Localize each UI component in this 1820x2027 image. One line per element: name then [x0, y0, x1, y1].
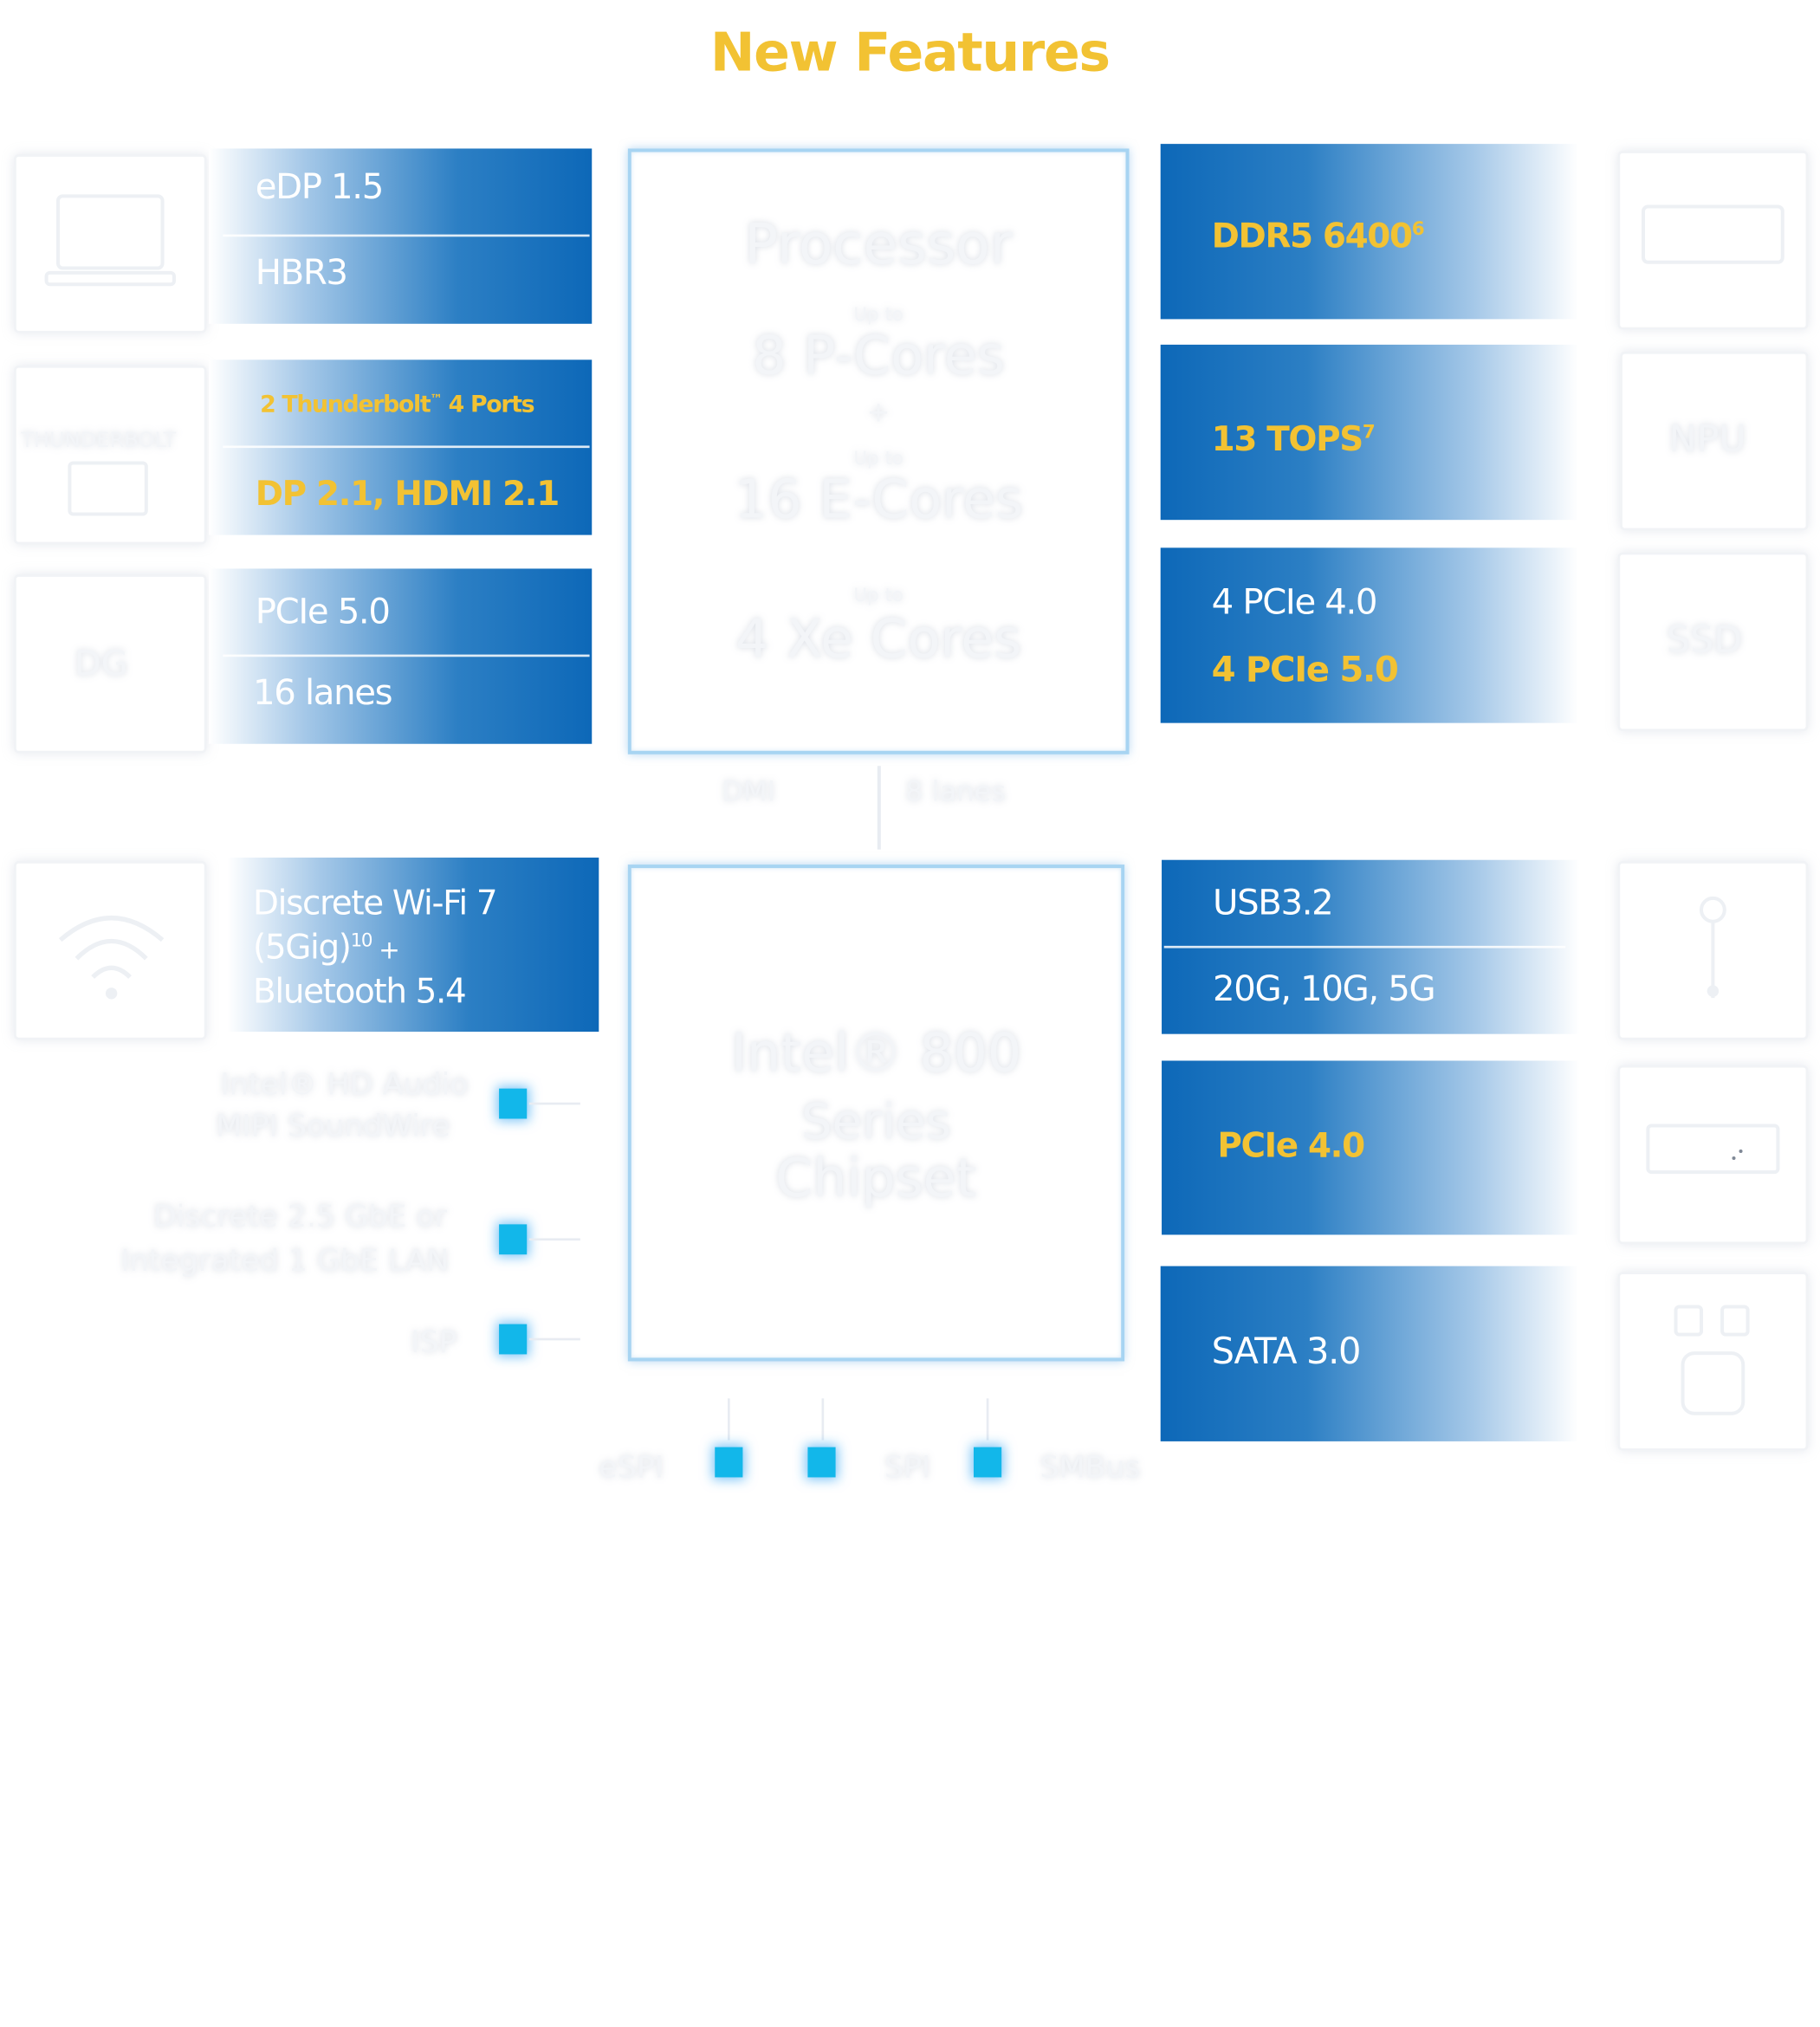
thunderbolt-icon-box: THUNDERBOLT — [14, 366, 207, 545]
ddr5-label: DDR5 64006 — [1211, 216, 1425, 256]
lan-integrated-label: Integrated 1 GbE LAN — [120, 1244, 450, 1279]
thunderbolt-ports-label: 2 Thunderbolt™ 4 Ports — [260, 390, 535, 418]
sata-label: SATA 3.0 — [1211, 1331, 1362, 1373]
processor-chip: Processor Up to 8 P-Cores + Up to 16 E-C… — [627, 148, 1130, 754]
pcie5-label: PCIe 5.0 — [255, 592, 391, 633]
espi-line — [727, 1398, 730, 1441]
plus-sign: + — [866, 395, 891, 429]
display-edp-label: eDP 1.5 — [255, 166, 385, 208]
pcie-device-icon-box — [1617, 1065, 1809, 1245]
smbus-label: SMBus — [1040, 1450, 1141, 1486]
isp-line — [528, 1337, 580, 1341]
p-cores-caption: Up to — [853, 302, 904, 326]
audio-line — [528, 1102, 580, 1105]
processor-title: Processor — [744, 212, 1014, 278]
usb32-label: USB3.2 — [1212, 883, 1334, 924]
chipset-chip: Intel® 800 Series Chipset — [627, 865, 1125, 1362]
dg-icon-box: DG — [14, 574, 207, 754]
thunderbolt-logo-text: THUNDERBOLT — [21, 428, 177, 453]
memory-panel: DDR5 64006 — [1160, 144, 1578, 320]
xe-cores-label: 4 Xe Cores — [735, 606, 1022, 670]
lan-line — [528, 1238, 580, 1241]
npu-panel: 13 TOPS7 — [1160, 344, 1578, 521]
pcie-card-icon — [1646, 1124, 1780, 1175]
chipset-line2: Series — [800, 1092, 951, 1150]
lan-connector — [499, 1224, 528, 1255]
audio-connector — [499, 1088, 528, 1119]
e-cores-caption: Up to — [853, 446, 904, 470]
wifi-icon-box — [14, 861, 207, 1040]
spi-label: SPI — [884, 1450, 931, 1486]
display-hbr-label: HBR3 — [255, 253, 348, 294]
panel-divider — [223, 445, 590, 449]
panel-divider — [223, 234, 590, 237]
wifi7-label: Discrete Wi-Fi 7 — [253, 883, 497, 923]
npu-label: NPU — [1668, 416, 1746, 461]
e-cores-label: 16 E-Cores — [734, 467, 1024, 531]
lan-discrete-label: Discrete 2.5 GbE or — [152, 1200, 448, 1235]
storage-drive-icon — [1674, 1305, 1750, 1415]
display-panel: eDP 1.5 HBR3 — [209, 148, 593, 324]
wifi-icon — [58, 916, 165, 1000]
pcie5-x4-label: 4 PCIe 5.0 — [1211, 650, 1399, 691]
isp-connector — [499, 1324, 528, 1355]
usb-icon — [1699, 896, 1726, 999]
ssd-icon-box: SSD — [1617, 552, 1809, 732]
spi-connector — [807, 1447, 836, 1478]
sata-panel: SATA 3.0 — [1160, 1266, 1578, 1441]
memory-icon — [1642, 204, 1784, 264]
chipset-line3: Chipset — [775, 1146, 977, 1209]
pcie-gpu-panel: PCIe 5.0 16 lanes — [209, 568, 593, 744]
lanes-label: 16 lanes — [253, 673, 392, 714]
espi-label: eSPI — [599, 1450, 664, 1486]
dp-hdmi-label: DP 2.1, HDMI 2.1 — [255, 473, 560, 514]
pcie4-x4-label: 4 PCIe 4.0 — [1211, 582, 1378, 624]
chipset-line1: Intel® 800 — [730, 1020, 1022, 1085]
smbus-connector — [974, 1447, 1002, 1478]
usb-icon-box — [1617, 861, 1809, 1040]
thunderbolt-panel: 2 Thunderbolt™ 4 Ports DP 2.1, HDMI 2.1 — [209, 359, 593, 535]
usb-speeds-label: 20G, 10G, 5G — [1212, 968, 1436, 1010]
isp-label: ISP — [411, 1324, 457, 1361]
laptop-icon — [44, 194, 176, 287]
dg-label: DG — [74, 644, 128, 685]
pcie-chipset-panel: PCIe 4.0 — [1162, 1060, 1580, 1235]
soundwire-label: MIPI SoundWire — [216, 1109, 450, 1144]
memory-icon-box — [1617, 151, 1809, 330]
wifi-speed-label: (5Gig)10 + — [253, 927, 400, 967]
ssd-label: SSD — [1666, 617, 1743, 662]
xe-cores-caption: Up to — [853, 583, 904, 606]
spi-line — [821, 1398, 825, 1441]
tops-label: 13 TOPS7 — [1211, 418, 1376, 459]
sata-icon-box — [1617, 1272, 1809, 1451]
monitor-icon — [68, 461, 148, 516]
pcie4-label: PCIe 4.0 — [1217, 1125, 1365, 1166]
espi-connector — [715, 1447, 743, 1478]
page-title: New Features — [709, 21, 1111, 84]
wifi-panel: Discrete Wi-Fi 7 (5Gig)10 + Bluetooth 5.… — [227, 858, 599, 1032]
dmi-label: DMI — [722, 774, 776, 808]
hd-audio-label: Intel® HD Audio — [220, 1067, 469, 1103]
smbus-line — [986, 1398, 989, 1441]
panel-divider — [223, 654, 590, 657]
bluetooth-label: Bluetooth 5.4 — [253, 971, 467, 1011]
usb-panel: USB3.2 20G, 10G, 5G — [1162, 859, 1580, 1034]
p-cores-label: 8 P-Cores — [752, 323, 1005, 387]
dmi-link-line — [877, 766, 881, 850]
storage-panel: 4 PCIe 4.0 4 PCIe 5.0 — [1160, 547, 1578, 723]
dmi-lanes-label: 8 lanes — [904, 774, 1007, 808]
panel-divider — [1163, 945, 1566, 949]
npu-icon-box: NPU — [1620, 351, 1809, 531]
laptop-icon-box — [14, 154, 207, 334]
